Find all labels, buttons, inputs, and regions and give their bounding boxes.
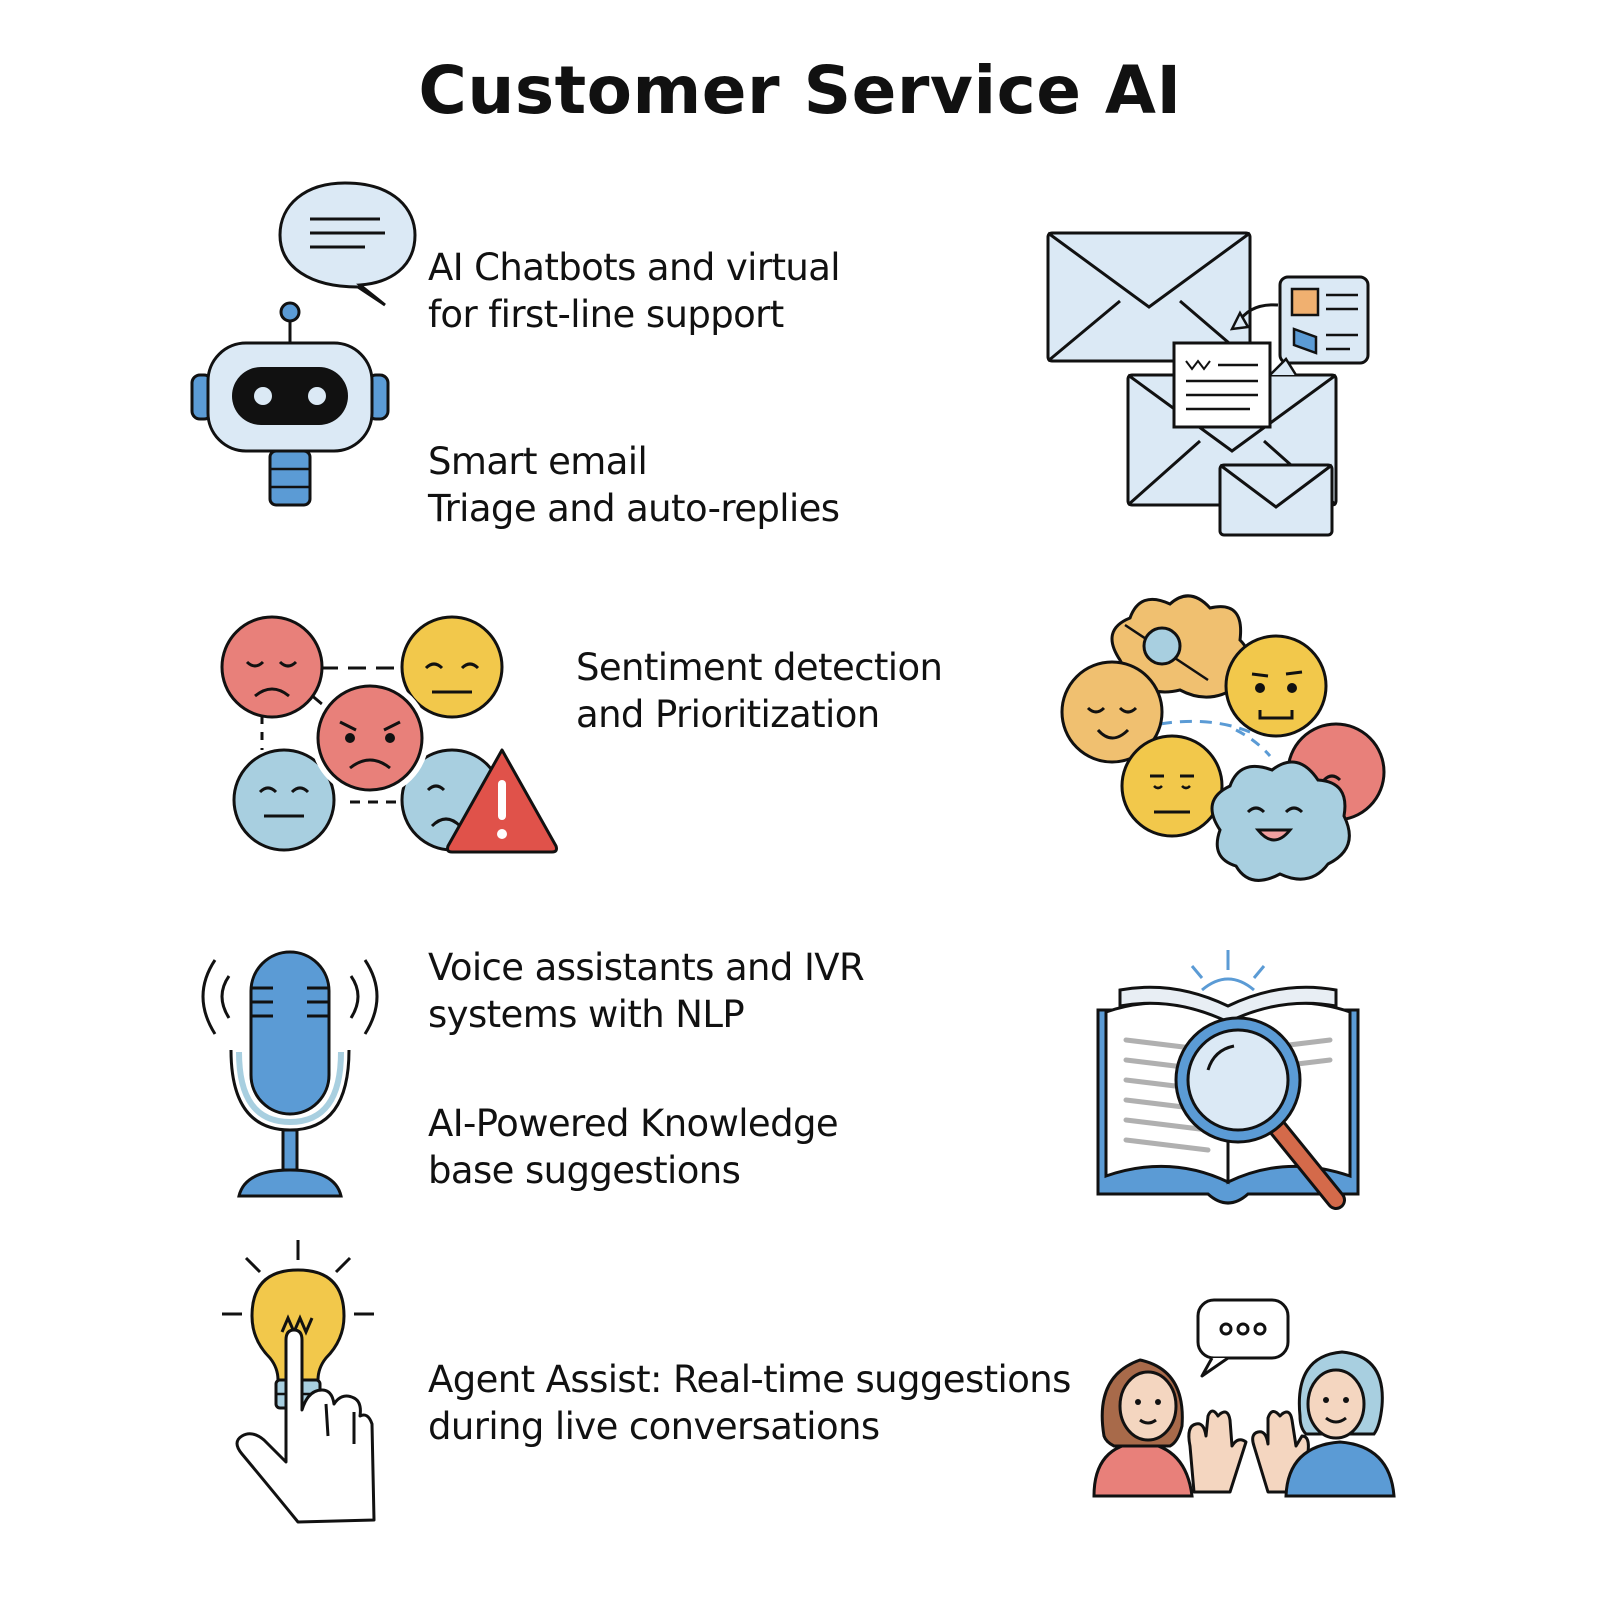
feature-chatbots: AI Chatbots and virtual for first-line s… [428, 244, 841, 338]
feature-chatbots-line2: for first-line support [428, 293, 784, 336]
sentiment-cloud-icon [1060, 594, 1386, 882]
email-triage-icon [1046, 231, 1370, 537]
cloud-face-icon [1210, 760, 1351, 882]
skeptical-face-icon [1224, 634, 1328, 738]
lightbulb-hand-icon [222, 1240, 376, 1524]
feature-knowledge-line2: base suggestions [428, 1149, 741, 1192]
alert-warning-icon [446, 748, 558, 854]
feature-sentiment-line1: Sentiment detection [576, 646, 943, 689]
woman-avatar [1092, 1358, 1194, 1498]
feature-agent-assist-line1: Agent Assist: Real-time suggestions [428, 1358, 1071, 1401]
feature-knowledge: AI-Powered Knowledge base suggestions [428, 1100, 839, 1194]
man-avatar [1284, 1350, 1396, 1498]
feature-voice: Voice assistants and IVR systems with NL… [428, 944, 865, 1038]
feature-email-line1: Smart email [428, 440, 648, 483]
book-search-icon [1096, 950, 1360, 1210]
robot-chat-icon [190, 181, 417, 507]
feature-knowledge-line1: AI-Powered Knowledge [428, 1102, 839, 1145]
upset-face-icon [311, 679, 429, 797]
feature-email: Smart email Triage and auto-replies [428, 438, 840, 532]
microphone-icon [201, 950, 379, 1198]
people-conversation-icon [1092, 1298, 1396, 1498]
page-title: Customer Service AI [418, 52, 1182, 129]
feature-chatbots-line1: AI Chatbots and virtual [428, 246, 841, 289]
smile-face-icon [1060, 660, 1164, 764]
feature-agent-assist-line2: during live conversations [428, 1405, 880, 1448]
feature-sentiment-line2: and Prioritization [576, 693, 880, 736]
sad-face-icon [220, 615, 324, 719]
feature-email-line2: Triage and auto-replies [428, 487, 840, 530]
calm-face-icon [232, 748, 336, 852]
meh-face-icon [1120, 734, 1224, 838]
waving-hand-left-icon [1187, 1409, 1248, 1494]
neutral-face-icon [400, 615, 504, 719]
feature-voice-line1: Voice assistants and IVR [428, 946, 865, 989]
feature-agent-assist: Agent Assist: Real-time suggestions duri… [428, 1356, 1071, 1450]
sentiment-faces-icon [220, 615, 558, 854]
feature-voice-line2: systems with NLP [428, 993, 745, 1036]
feature-sentiment: Sentiment detection and Prioritization [576, 644, 943, 738]
